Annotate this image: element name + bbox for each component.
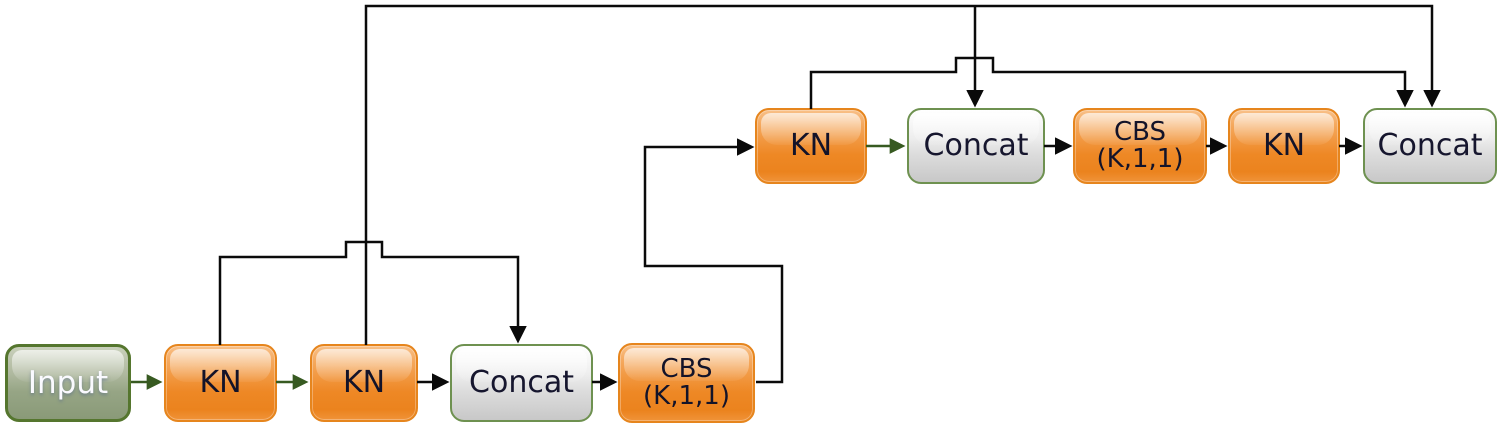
node-label: KN bbox=[789, 128, 833, 164]
node-label: CBS bbox=[660, 353, 713, 384]
node-sublabel: (K,1,1) bbox=[643, 381, 730, 411]
node-cbs-2: CBS (K,1,1) bbox=[1073, 108, 1207, 184]
node-label: Input bbox=[27, 364, 109, 401]
node-label: Concat bbox=[469, 365, 574, 401]
node-kn-2: KN bbox=[310, 344, 418, 422]
node-label: Concat bbox=[923, 128, 1029, 164]
edge-kn1-over-to-concat1 bbox=[218, 240, 527, 345]
node-concat-1: Concat bbox=[450, 344, 593, 422]
node-label: CBS bbox=[1113, 116, 1167, 147]
node-label: KN bbox=[199, 365, 242, 401]
node-cbs-1: CBS (K,1,1) bbox=[618, 343, 755, 423]
edge-kn3-over-to-concat3 bbox=[809, 56, 1414, 109]
node-kn-1: KN bbox=[164, 344, 277, 422]
node-kn-4: KN bbox=[1228, 108, 1340, 184]
node-input: Input bbox=[5, 344, 131, 422]
node-label: KN bbox=[1262, 128, 1306, 164]
node-label: KN bbox=[342, 365, 386, 401]
node-sublabel: (K,1,1) bbox=[1096, 144, 1184, 174]
node-concat-2: Concat bbox=[907, 108, 1045, 184]
node-label: Concat bbox=[1377, 128, 1483, 164]
node-concat-3: Concat bbox=[1363, 108, 1497, 184]
node-kn-3: KN bbox=[755, 108, 867, 184]
